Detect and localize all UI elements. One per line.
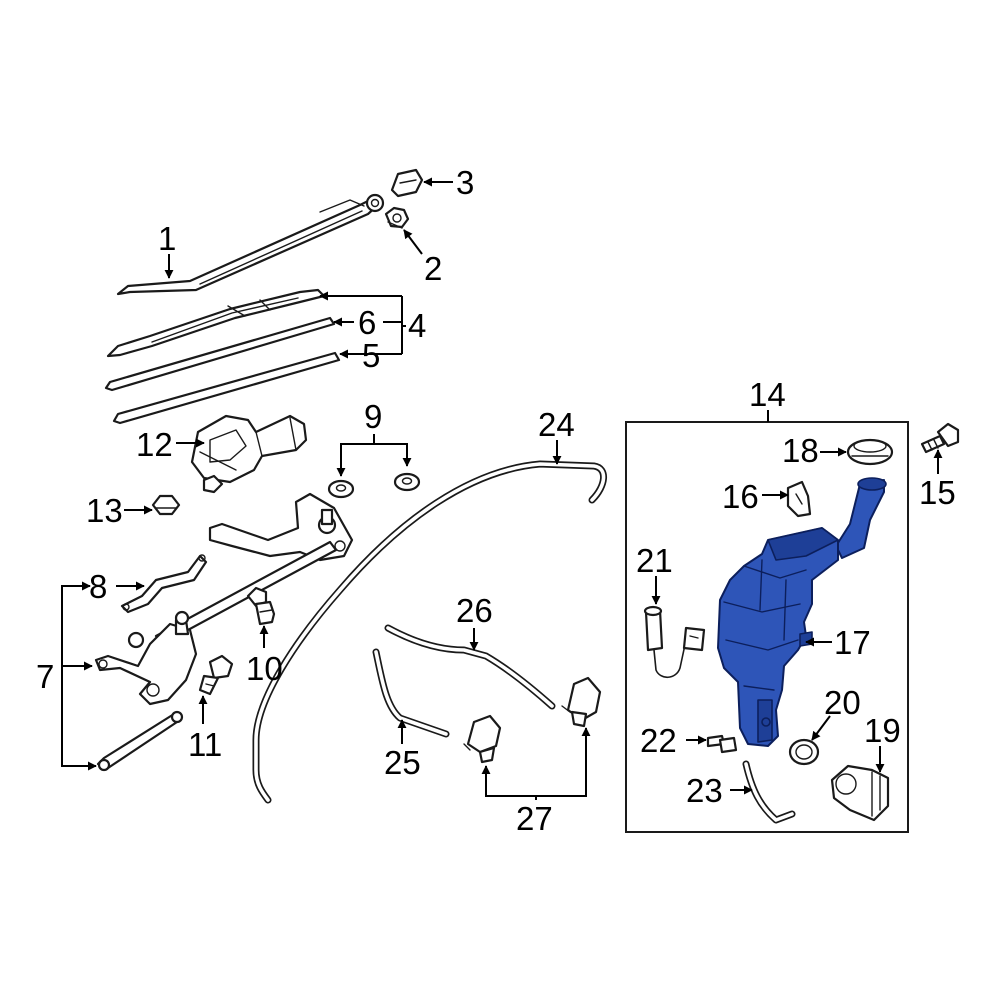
callout-18: 18 bbox=[782, 432, 819, 469]
washer-nozzle-part[interactable] bbox=[463, 676, 602, 764]
callout-19: 19 bbox=[864, 712, 901, 749]
callout-9: 9 bbox=[364, 398, 382, 435]
callout-22: 22 bbox=[640, 722, 677, 759]
pivot-bolt-part[interactable] bbox=[246, 586, 276, 626]
callout-3: 3 bbox=[456, 164, 474, 201]
callout-6: 6 bbox=[358, 304, 376, 341]
arm-cap-part[interactable] bbox=[390, 168, 424, 198]
callout-4: 4 bbox=[408, 307, 426, 344]
reservoir-cap-part[interactable] bbox=[846, 438, 894, 466]
short-hose-part[interactable] bbox=[372, 648, 450, 738]
callout-11: 11 bbox=[188, 726, 222, 763]
wiper-arm-part[interactable] bbox=[116, 193, 385, 296]
arm-nut-part[interactable] bbox=[384, 206, 410, 229]
reservoir-clip-part[interactable] bbox=[786, 480, 812, 518]
wiper-motor-part[interactable] bbox=[190, 414, 308, 494]
callout-24: 24 bbox=[538, 406, 575, 443]
long-link-rod-part[interactable] bbox=[96, 710, 184, 772]
callout-27: 27 bbox=[516, 800, 553, 837]
callout-2: 2 bbox=[424, 250, 442, 287]
blade-refill-part[interactable] bbox=[104, 316, 336, 392]
hose-connector-part[interactable] bbox=[706, 734, 738, 754]
callout-8: 8 bbox=[89, 568, 107, 605]
callout-13: 13 bbox=[86, 492, 123, 529]
callout-10: 10 bbox=[246, 650, 283, 687]
callout-5: 5 bbox=[362, 337, 380, 374]
wiper-linkage-part[interactable] bbox=[94, 492, 354, 706]
callout-26: 26 bbox=[456, 592, 493, 629]
callout-16: 16 bbox=[722, 478, 759, 515]
callout-1: 1 bbox=[158, 220, 176, 257]
callout-15: 15 bbox=[919, 474, 956, 511]
leader-lines bbox=[61, 177, 943, 800]
callout-17: 17 bbox=[834, 624, 871, 661]
pump-grommet-part[interactable] bbox=[788, 738, 820, 766]
motor-nut-part[interactable] bbox=[151, 494, 181, 516]
reservoir-bolt-part[interactable] bbox=[920, 422, 960, 454]
wiper-blade-part[interactable] bbox=[106, 288, 326, 358]
bracket-bolt-part[interactable] bbox=[198, 654, 234, 696]
callout-20: 20 bbox=[824, 684, 861, 721]
long-washer-hose-part[interactable] bbox=[252, 460, 607, 804]
callout-12: 12 bbox=[136, 426, 173, 463]
callout-labels: 1 2 3 4 5 6 7 8 9 10 11 12 13 14 15 16 1… bbox=[36, 164, 956, 837]
callout-23: 23 bbox=[686, 772, 723, 809]
nozzle-hose-part[interactable] bbox=[384, 624, 556, 710]
level-sensor-part[interactable] bbox=[643, 605, 706, 679]
callout-25: 25 bbox=[384, 744, 421, 781]
washer-pump-part[interactable] bbox=[830, 764, 890, 822]
callout-21: 21 bbox=[636, 542, 673, 579]
callout-7: 7 bbox=[36, 658, 54, 695]
blade-insert-part[interactable] bbox=[112, 351, 341, 425]
callout-14: 14 bbox=[749, 376, 786, 413]
grommet-part[interactable] bbox=[327, 472, 421, 499]
washer-reservoir-part[interactable] bbox=[717, 477, 887, 747]
short-link-rod-part[interactable] bbox=[120, 554, 208, 614]
reservoir-hose-part[interactable] bbox=[742, 760, 796, 824]
